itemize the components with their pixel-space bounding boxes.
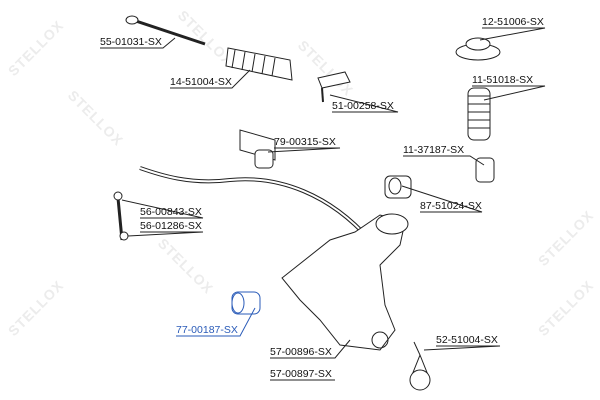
part-label-11-37187-sx[interactable]: 11-37187-SX (403, 144, 465, 156)
part-label-14-51004-sx[interactable]: 14-51004-SX (170, 76, 232, 88)
leader-lines (100, 27, 546, 381)
strut-boot-drawing (467, 87, 491, 141)
tie-rod-end-drawing (317, 71, 351, 103)
stabilizer-bushing-drawing (239, 129, 276, 169)
bump-stop-drawing (475, 157, 495, 183)
part-label-77-00187-sx[interactable]: 77-00187-SX (176, 324, 238, 336)
strut-mount-drawing (455, 37, 501, 61)
steering-boot-drawing (225, 47, 293, 81)
arm-bushing-rear-drawing (384, 175, 412, 199)
ball-joint-drawing (409, 341, 431, 391)
part-label-11-51018-sx[interactable]: 11-51018-SX (472, 74, 534, 86)
part-label-12-51006-sx[interactable]: 12-51006-SX (482, 16, 544, 28)
part-label-87-51024-sx[interactable]: 87-51024-SX (420, 200, 482, 212)
part-label-57-00896-sx[interactable]: 57-00896-SX (270, 346, 332, 358)
arm-bushing-front-drawing (231, 291, 261, 315)
part-label-57-00897-sx[interactable]: 57-00897-SX (270, 368, 332, 380)
part-label-79-00315-sx[interactable]: 79-00315-SX (274, 136, 336, 148)
part-label-52-51004-sx[interactable]: 52-51004-SX (436, 334, 498, 346)
control-arm-drawing (281, 213, 409, 351)
part-label-55-01031-sx[interactable]: 55-01031-SX (100, 36, 162, 48)
stabilizer-bar-drawing (139, 166, 372, 242)
stabilizer-link-drawing (113, 191, 129, 241)
part-label-51-00258-sx[interactable]: 51-00258-SX (332, 100, 394, 112)
part-label-56-00843-sx[interactable]: 56-00843-SX (140, 206, 202, 218)
tie-rod-drawing (125, 15, 206, 46)
part-label-56-01286-sx[interactable]: 56-01286-SX (140, 220, 202, 232)
